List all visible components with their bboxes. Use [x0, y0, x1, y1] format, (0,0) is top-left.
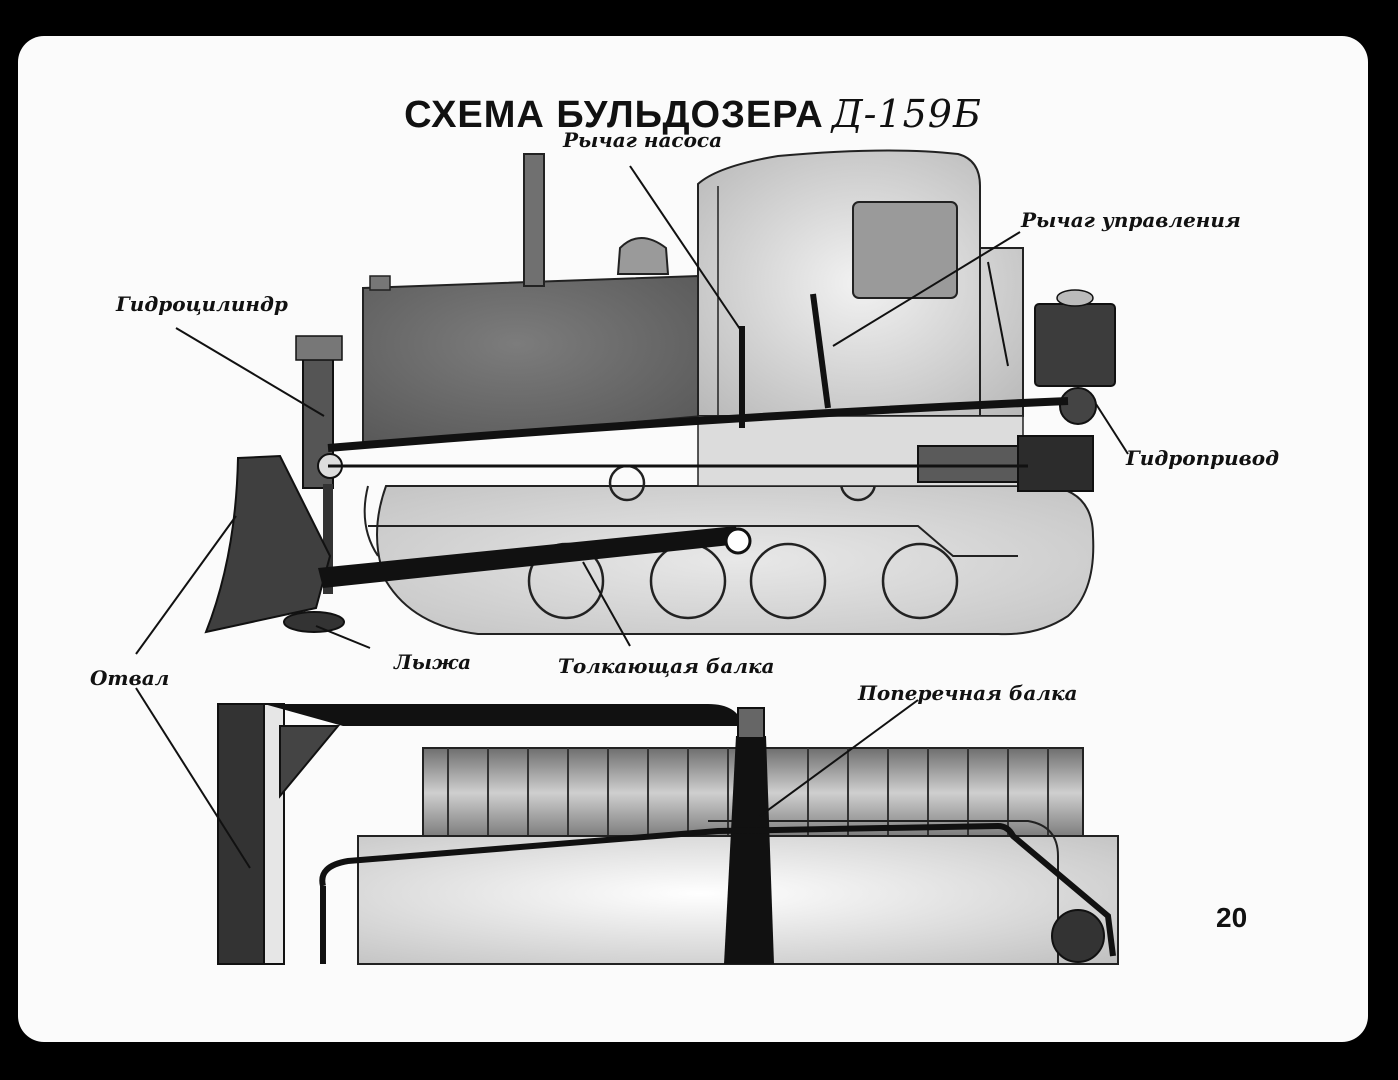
blade-top-part [217, 703, 265, 965]
label-blade: Отвал [90, 666, 170, 690]
control-lever-part [810, 293, 831, 409]
title-main: СХЕМА БУЛЬДОЗЕРА [404, 94, 824, 136]
hydraulic-drive-part [917, 289, 1116, 492]
exhaust-pipe [523, 153, 545, 287]
label-ski: Лыжа [394, 650, 472, 674]
cross-beam-part [724, 736, 774, 964]
label-cross-beam: Поперечная балка [858, 681, 1078, 705]
label-push-beam: Толкающая балка [558, 654, 775, 678]
push-beam-part [318, 526, 740, 588]
blade-part [204, 454, 332, 634]
ski-part [283, 611, 345, 633]
label-hydraulic-cylinder: Гидроцилиндр [116, 292, 288, 316]
label-hydraulic-drive: Гидропривод [1126, 446, 1280, 470]
leader-lines [135, 165, 1129, 869]
hydraulic-cylinder-part [295, 335, 343, 594]
bulldozer-diagram [135, 149, 1129, 965]
label-pump-lever: Рычаг насоса [563, 128, 723, 152]
page-number: 20 [1216, 902, 1248, 933]
label-control-lever: Рычаг управления [1021, 208, 1241, 232]
title-model: Д-159Б [831, 92, 982, 136]
